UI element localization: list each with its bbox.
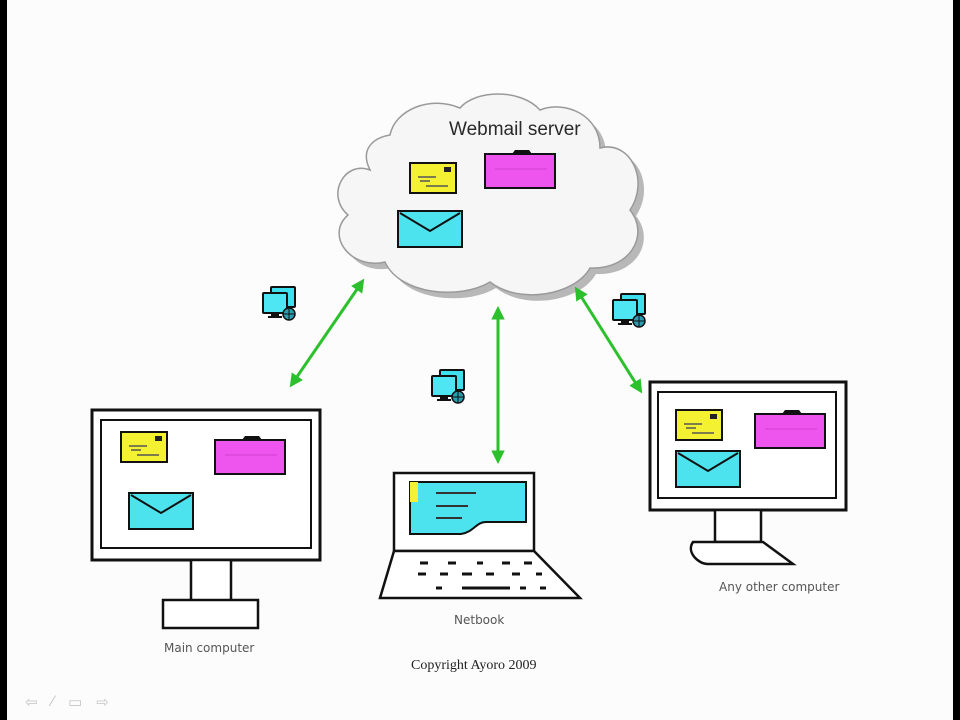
letter-icon [409, 162, 457, 194]
copyright-text: Copyright Ayoro 2009 [411, 658, 537, 673]
menu-icon[interactable]: ▭ [68, 694, 83, 711]
sync-arrow-main [289, 278, 365, 388]
any-other-computer [648, 380, 848, 566]
webmail-server-cloud [337, 93, 645, 301]
webmail-server-label: Webmail server [449, 119, 581, 140]
network-computer-icon [262, 286, 296, 321]
diagram [90, 93, 848, 630]
network-computer-icon [612, 293, 646, 328]
previous-slide-icon[interactable]: ⇦ [25, 694, 38, 711]
next-slide-icon[interactable]: ⇨ [96, 694, 109, 711]
netbook-label: Netbook [454, 613, 505, 627]
folder-icon [484, 149, 556, 189]
main-computer-label: Main computer [164, 641, 255, 655]
any-other-computer-label: Any other computer [719, 580, 840, 594]
sync-arrow-other [574, 286, 643, 394]
netbook [378, 471, 583, 600]
pen-icon[interactable]: ∕ [51, 693, 55, 710]
main-computer [90, 408, 322, 630]
slideshow-controls: ⇦ ∕ ▭ ⇨ [25, 693, 109, 711]
slide-canvas: Webmail server Main computer Netbook Any… [7, 0, 953, 720]
envelope-icon [397, 210, 463, 248]
network-computer-icon [431, 369, 465, 404]
